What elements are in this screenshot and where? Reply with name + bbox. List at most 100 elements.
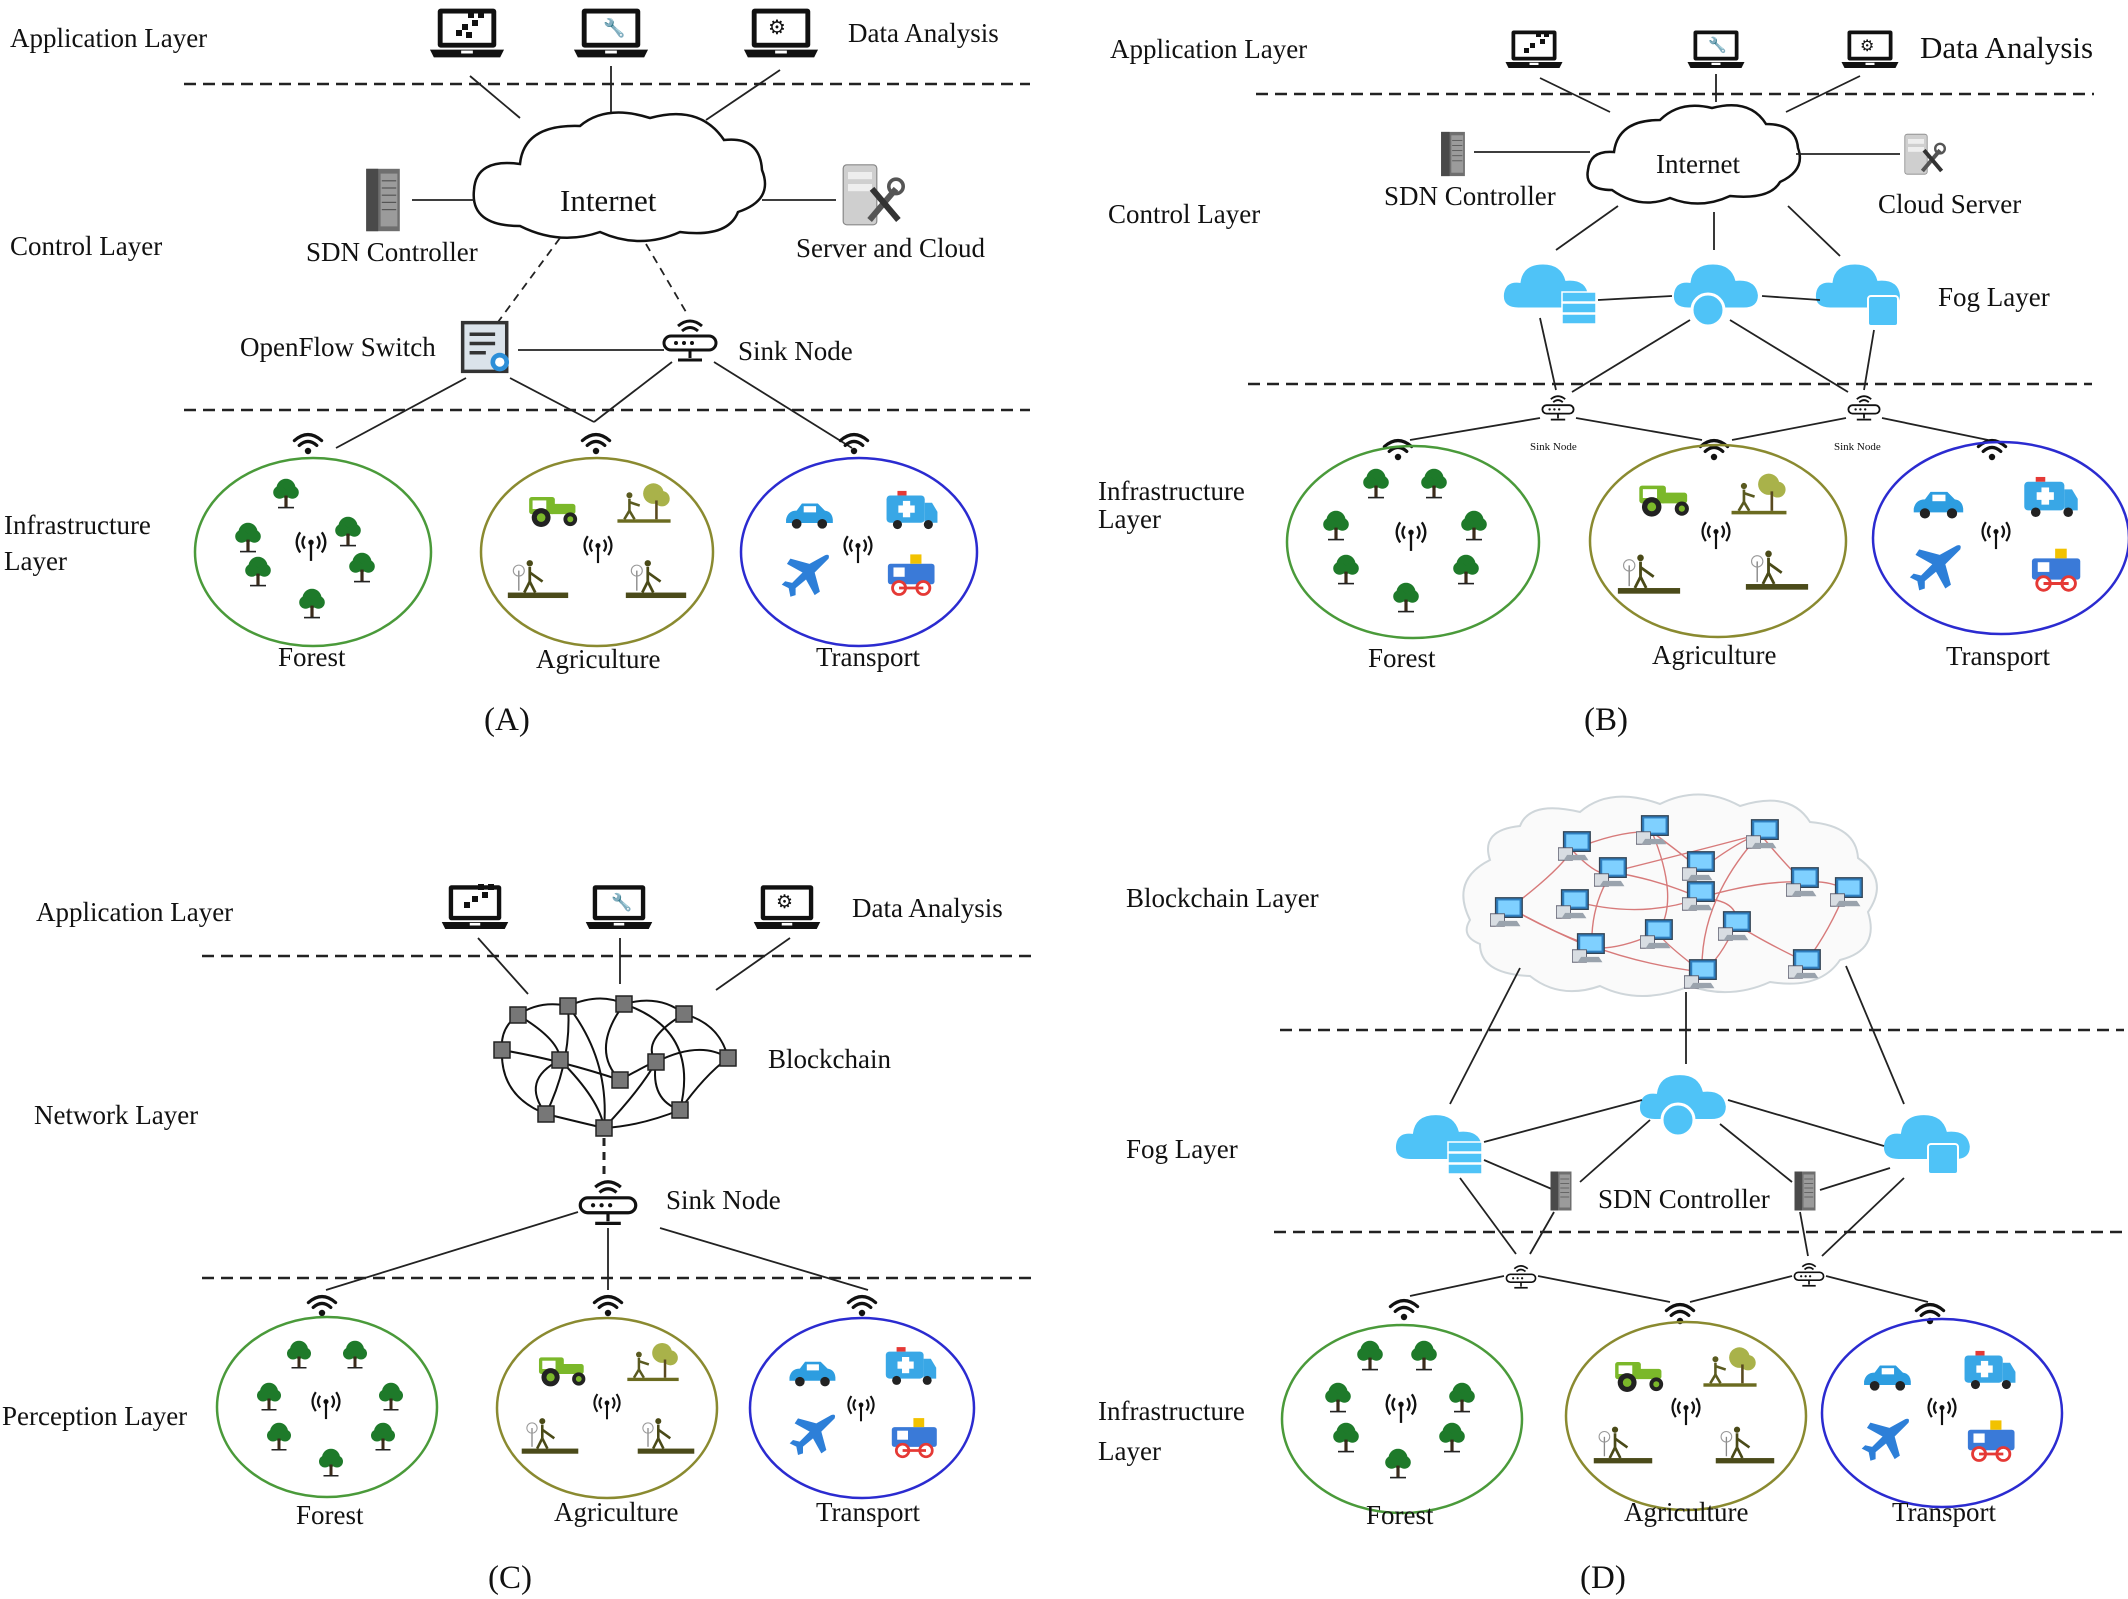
block-node [647, 1053, 665, 1071]
planter-icon [1744, 548, 1810, 592]
agriculture-cluster [1564, 1320, 1808, 1512]
tree-icon [1452, 553, 1480, 585]
sdn-controller-label: SDN Controller [306, 237, 478, 267]
panel-a-caption: (A) [484, 702, 530, 738]
wifi-icon [1698, 438, 1730, 462]
transport-label: Transport [816, 1497, 921, 1527]
panel-d-caption: (D) [1580, 1560, 1626, 1596]
computer-icon [1786, 867, 1819, 897]
sink-node-icon [1505, 1265, 1537, 1289]
block-node [615, 995, 633, 1013]
application-layer-label: Application Layer [10, 23, 207, 53]
wrench-icon: 🔧 [603, 17, 625, 38]
wrench-icon: 🔧 [611, 892, 632, 912]
tree-icon [286, 1339, 312, 1369]
wifi-icon [838, 432, 870, 456]
transport-label: Transport [816, 642, 921, 672]
transport-label: Transport [1892, 1497, 1997, 1527]
infrastructure-layer-label: Layer [1098, 1436, 1161, 1466]
wifi-icon [846, 1294, 878, 1318]
wifi-icon [306, 1294, 338, 1318]
block-node [611, 1071, 629, 1089]
computer-icon [1490, 897, 1523, 927]
internet-label: Internet [1656, 149, 1740, 179]
tree-icon [298, 587, 326, 619]
antenna-icon [311, 1391, 341, 1421]
panel-c: Application Layer 🔧 ⚙ Data Analysis [2, 884, 1034, 1596]
planter-icon [506, 558, 570, 600]
internet-cloud [472, 111, 767, 243]
sink-node-label: Sink Node [738, 336, 853, 366]
ambulance-icon [886, 490, 938, 530]
sink-node-icon [1793, 1263, 1825, 1287]
computer-icon [1682, 881, 1715, 911]
tree-icon [370, 1421, 396, 1451]
antenna-icon [583, 535, 613, 565]
forest-cluster [215, 1315, 439, 1499]
airplane-icon [781, 554, 829, 597]
network-layer-label: Network Layer [34, 1100, 198, 1130]
orchard-icon [616, 481, 672, 525]
antenna-icon [1927, 1397, 1957, 1427]
tree-icon [1332, 1421, 1360, 1453]
computer-icon [1684, 959, 1717, 989]
agriculture-label: Agriculture [554, 1497, 678, 1527]
ambulance-icon [885, 1347, 937, 1385]
internet-cloud [1586, 104, 1802, 205]
cloud-server-icon [1905, 134, 1945, 174]
tree-icon [1420, 467, 1448, 499]
application-layer-label: Application Layer [36, 897, 233, 927]
infrastructure-layer-label: Infrastructure [4, 510, 151, 540]
tree-icon [378, 1381, 404, 1411]
computer-icon [1830, 877, 1863, 907]
agriculture-label: Agriculture [1624, 1497, 1748, 1527]
orchard-icon [1730, 472, 1788, 516]
orchard-icon [625, 1341, 681, 1383]
data-grid-icon [464, 884, 494, 908]
wifi-icon [1382, 438, 1414, 462]
block-node [595, 1119, 613, 1137]
infrastructure-layer-label: Layer [4, 546, 67, 576]
wifi-icon [292, 432, 324, 456]
forest-label: Forest [296, 1500, 364, 1530]
tree-icon [1324, 1381, 1352, 1413]
tree-icon [266, 1421, 292, 1451]
antenna-icon [1671, 1397, 1701, 1427]
laptop-icon [441, 885, 509, 929]
tree-icon [1356, 1339, 1384, 1371]
computer-icon [1558, 831, 1591, 861]
sdn-controller-icon [1794, 1171, 1816, 1211]
tree-icon [1384, 1447, 1412, 1479]
infrastructure-layer-label: Infrastructure [1098, 476, 1245, 506]
data-analysis-label: Data Analysis [1920, 30, 2093, 65]
block-node [559, 997, 577, 1015]
tree-icon [334, 515, 362, 547]
infrastructure-layer-label: Infrastructure [1098, 1396, 1245, 1426]
perception-layer-label: Perception Layer [2, 1401, 187, 1431]
panel-b: Application Layer 🔧 ⚙ Data Analysis Inte… [1098, 30, 2128, 738]
block-node [509, 1006, 527, 1024]
sink-node-icon [578, 1180, 638, 1226]
block-node [537, 1105, 555, 1123]
block-node [675, 1005, 693, 1023]
sink-node-label: Sink Node [1834, 441, 1881, 453]
gear-icon: ⚙ [1860, 38, 1874, 55]
block-node [719, 1049, 737, 1067]
block-node [493, 1041, 511, 1059]
planter-icon [1592, 1425, 1654, 1465]
airplane-icon [1909, 545, 1961, 591]
panel-b-caption: (B) [1584, 702, 1628, 738]
train-icon [1966, 1418, 2016, 1462]
tree-icon [342, 1339, 368, 1369]
fog-layer-label: Fog Layer [1126, 1134, 1238, 1164]
openflow-switch-icon [460, 320, 511, 374]
antenna-icon [1701, 521, 1731, 551]
transport-cluster [739, 456, 979, 648]
sink-node-icon [1847, 395, 1881, 421]
data-analysis-label: Data Analysis [848, 18, 999, 48]
tractor-icon [529, 497, 578, 527]
airplane-icon [1861, 1418, 1909, 1461]
tree-icon [1362, 467, 1390, 499]
tree-icon [234, 521, 262, 553]
